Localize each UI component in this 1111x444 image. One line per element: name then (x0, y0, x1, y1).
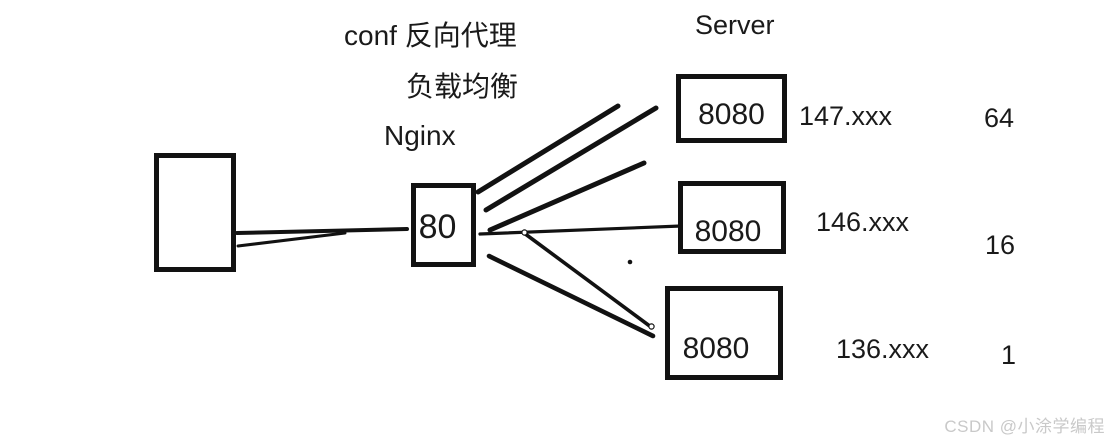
csdn-watermark: CSDN @小涂学编程 (944, 417, 1105, 436)
connector-nginx-to-server3-b (486, 253, 656, 339)
connector-nginx-to-server1-a (475, 103, 621, 195)
server3-port-label: 8080 (682, 332, 750, 365)
server3-ip-label: 136.xxx (836, 334, 930, 364)
connector-nginx-to-server2 (478, 224, 683, 236)
server-box-3: 8080 (665, 286, 783, 380)
nginx-proxy-box: 80 (411, 183, 476, 267)
server3-weight-label: 1 (1001, 340, 1017, 370)
server-column-header: Server (695, 10, 775, 40)
connector-nginx-to-server1-c (487, 160, 647, 233)
connector-nginx-to-server3-a (522, 231, 653, 329)
server2-weight-label: 16 (985, 230, 1016, 260)
nginx-port-label: 80 (418, 207, 457, 246)
server2-port-label: 8080 (694, 214, 762, 248)
endpoint-loop-mark (648, 323, 655, 330)
connector-client-to-nginx (235, 227, 409, 235)
server1-ip-label: 147.xxx (799, 101, 893, 131)
nginx-label: Nginx (384, 120, 456, 151)
server-box-2: 8080 (678, 181, 786, 254)
stray-dot-mark (627, 259, 633, 265)
server2-ip-label: 146.xxx (816, 207, 910, 237)
connector-client-to-nginx-taper (236, 231, 347, 248)
server-box-1: 8080 (676, 74, 787, 143)
client-box (154, 153, 236, 272)
conf-reverse-proxy-label: conf 反向代理 (344, 20, 517, 51)
server1-weight-label: 64 (984, 103, 1015, 133)
server1-port-label: 8080 (698, 97, 765, 131)
load-balancing-label: 负载均衡 (406, 71, 519, 102)
connector-nginx-to-server1-b (483, 105, 659, 213)
junction-loop-mark (521, 229, 528, 236)
